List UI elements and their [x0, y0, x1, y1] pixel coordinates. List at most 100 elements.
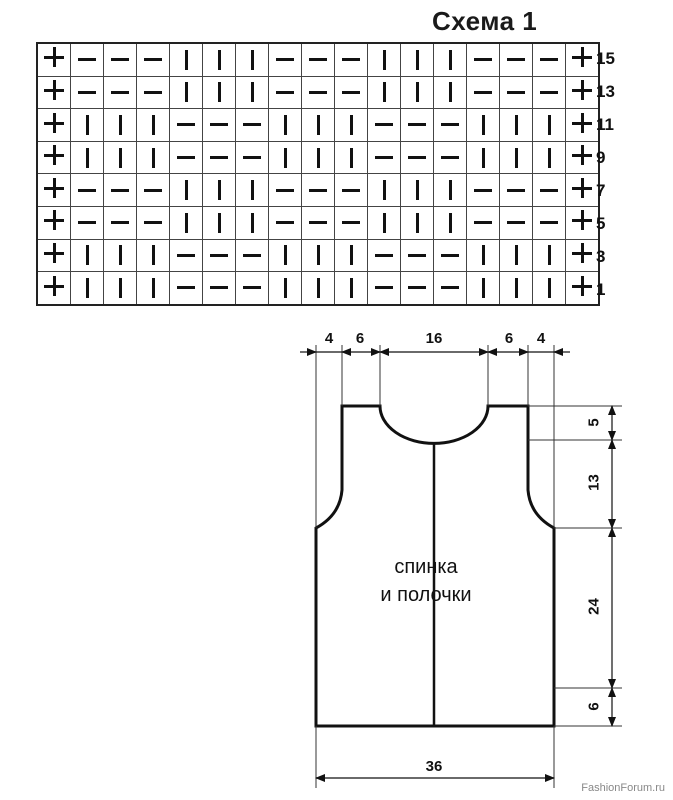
purl-symbol: [408, 155, 426, 159]
chart-cell: [334, 42, 368, 77]
knit-symbol: [85, 245, 89, 266]
edge-stitch-symbol: [572, 79, 592, 100]
chart-cell: [499, 42, 533, 77]
knit-symbol: [382, 180, 386, 201]
dim-top-2: 6: [355, 330, 365, 347]
chart-cell: [202, 173, 236, 208]
right-extension-lines: [528, 405, 622, 727]
knit-symbol: [547, 245, 551, 266]
chart-cell: [169, 271, 203, 306]
chart-cell: [169, 42, 203, 77]
knit-symbol: [316, 278, 320, 299]
chart-cell: [433, 238, 467, 273]
purl-symbol: [177, 253, 195, 257]
purl-symbol: [408, 286, 426, 290]
chart-cell: [499, 75, 533, 110]
knit-symbol: [415, 212, 419, 233]
purl-symbol: [243, 155, 261, 159]
purl-symbol: [441, 123, 459, 127]
purl-symbol: [375, 123, 393, 127]
edge-stitch-symbol: [572, 47, 592, 68]
purl-symbol: [540, 221, 558, 225]
chart-cell: [136, 173, 170, 208]
purl-symbol: [342, 90, 360, 94]
knit-symbol: [547, 115, 551, 136]
row-number: 1: [596, 279, 606, 299]
purl-symbol: [474, 90, 492, 94]
chart-cell: [103, 271, 137, 306]
knit-symbol: [415, 82, 419, 103]
knit-symbol: [316, 147, 320, 168]
knit-symbol: [85, 147, 89, 168]
knit-symbol: [514, 115, 518, 136]
chart-cell: [36, 271, 71, 306]
chart-cell: [466, 42, 500, 77]
knit-symbol: [547, 278, 551, 299]
purl-symbol: [540, 188, 558, 192]
knit-symbol: [382, 82, 386, 103]
chart-cell: [400, 75, 434, 110]
purl-symbol: [507, 58, 525, 62]
purl-symbol: [276, 58, 294, 62]
chart-cell: [565, 238, 600, 273]
chart-cell: [36, 140, 71, 175]
chart-cell: [367, 42, 401, 77]
knit-symbol: [151, 147, 155, 168]
knit-symbol: [118, 147, 122, 168]
purl-symbol: [507, 90, 525, 94]
chart-cell: [466, 140, 500, 175]
purl-symbol: [540, 90, 558, 94]
chart-cell: [136, 140, 170, 175]
row-number: 3: [596, 246, 606, 266]
knit-symbol: [514, 278, 518, 299]
row-number: 9: [596, 147, 606, 167]
chart-cell: [103, 140, 137, 175]
purl-symbol: [78, 188, 96, 192]
dim-right-4: 6: [585, 702, 603, 711]
chart-cell: [169, 206, 203, 240]
edge-stitch-symbol: [44, 210, 64, 231]
chart-cell: [565, 108, 600, 142]
knit-symbol: [217, 212, 221, 233]
chart-cell: [103, 206, 137, 240]
chart-cell: [565, 271, 600, 306]
chart-cell: [334, 173, 368, 208]
purl-symbol: [177, 286, 195, 290]
purl-symbol: [309, 58, 327, 62]
purl-symbol: [309, 188, 327, 192]
knit-symbol: [151, 278, 155, 299]
chart-cell: [565, 140, 600, 175]
knit-symbol: [184, 82, 188, 103]
chart-cell: [565, 206, 600, 240]
chart-cell: [235, 42, 269, 77]
purl-symbol: [243, 286, 261, 290]
chart-cell: [136, 271, 170, 306]
chart-cell: [433, 173, 467, 208]
chart-cell: [235, 206, 269, 240]
chart-cell: [36, 173, 71, 208]
purl-symbol: [441, 253, 459, 257]
dim-top-4: 6: [504, 330, 514, 347]
chart-title: Схема 1: [432, 6, 538, 36]
knit-symbol: [283, 278, 287, 299]
knit-symbol: [514, 147, 518, 168]
chart-cell: [202, 206, 236, 240]
purl-symbol: [408, 123, 426, 127]
chart-cell: [532, 75, 566, 110]
chart-cell: [235, 108, 269, 142]
purl-symbol: [210, 155, 228, 159]
purl-symbol: [276, 188, 294, 192]
knit-symbol: [85, 115, 89, 136]
edge-stitch-symbol: [44, 47, 64, 68]
knit-symbol: [514, 245, 518, 266]
edge-stitch-symbol: [44, 242, 64, 263]
edge-stitch-symbol: [572, 145, 592, 166]
knit-symbol: [118, 115, 122, 136]
purl-symbol: [342, 188, 360, 192]
chart-cell: [400, 206, 434, 240]
knit-symbol: [481, 115, 485, 136]
knit-symbol: [118, 245, 122, 266]
row-number: 15: [596, 48, 615, 68]
knit-symbol: [547, 147, 551, 168]
dim-top-3: 16: [425, 330, 443, 347]
